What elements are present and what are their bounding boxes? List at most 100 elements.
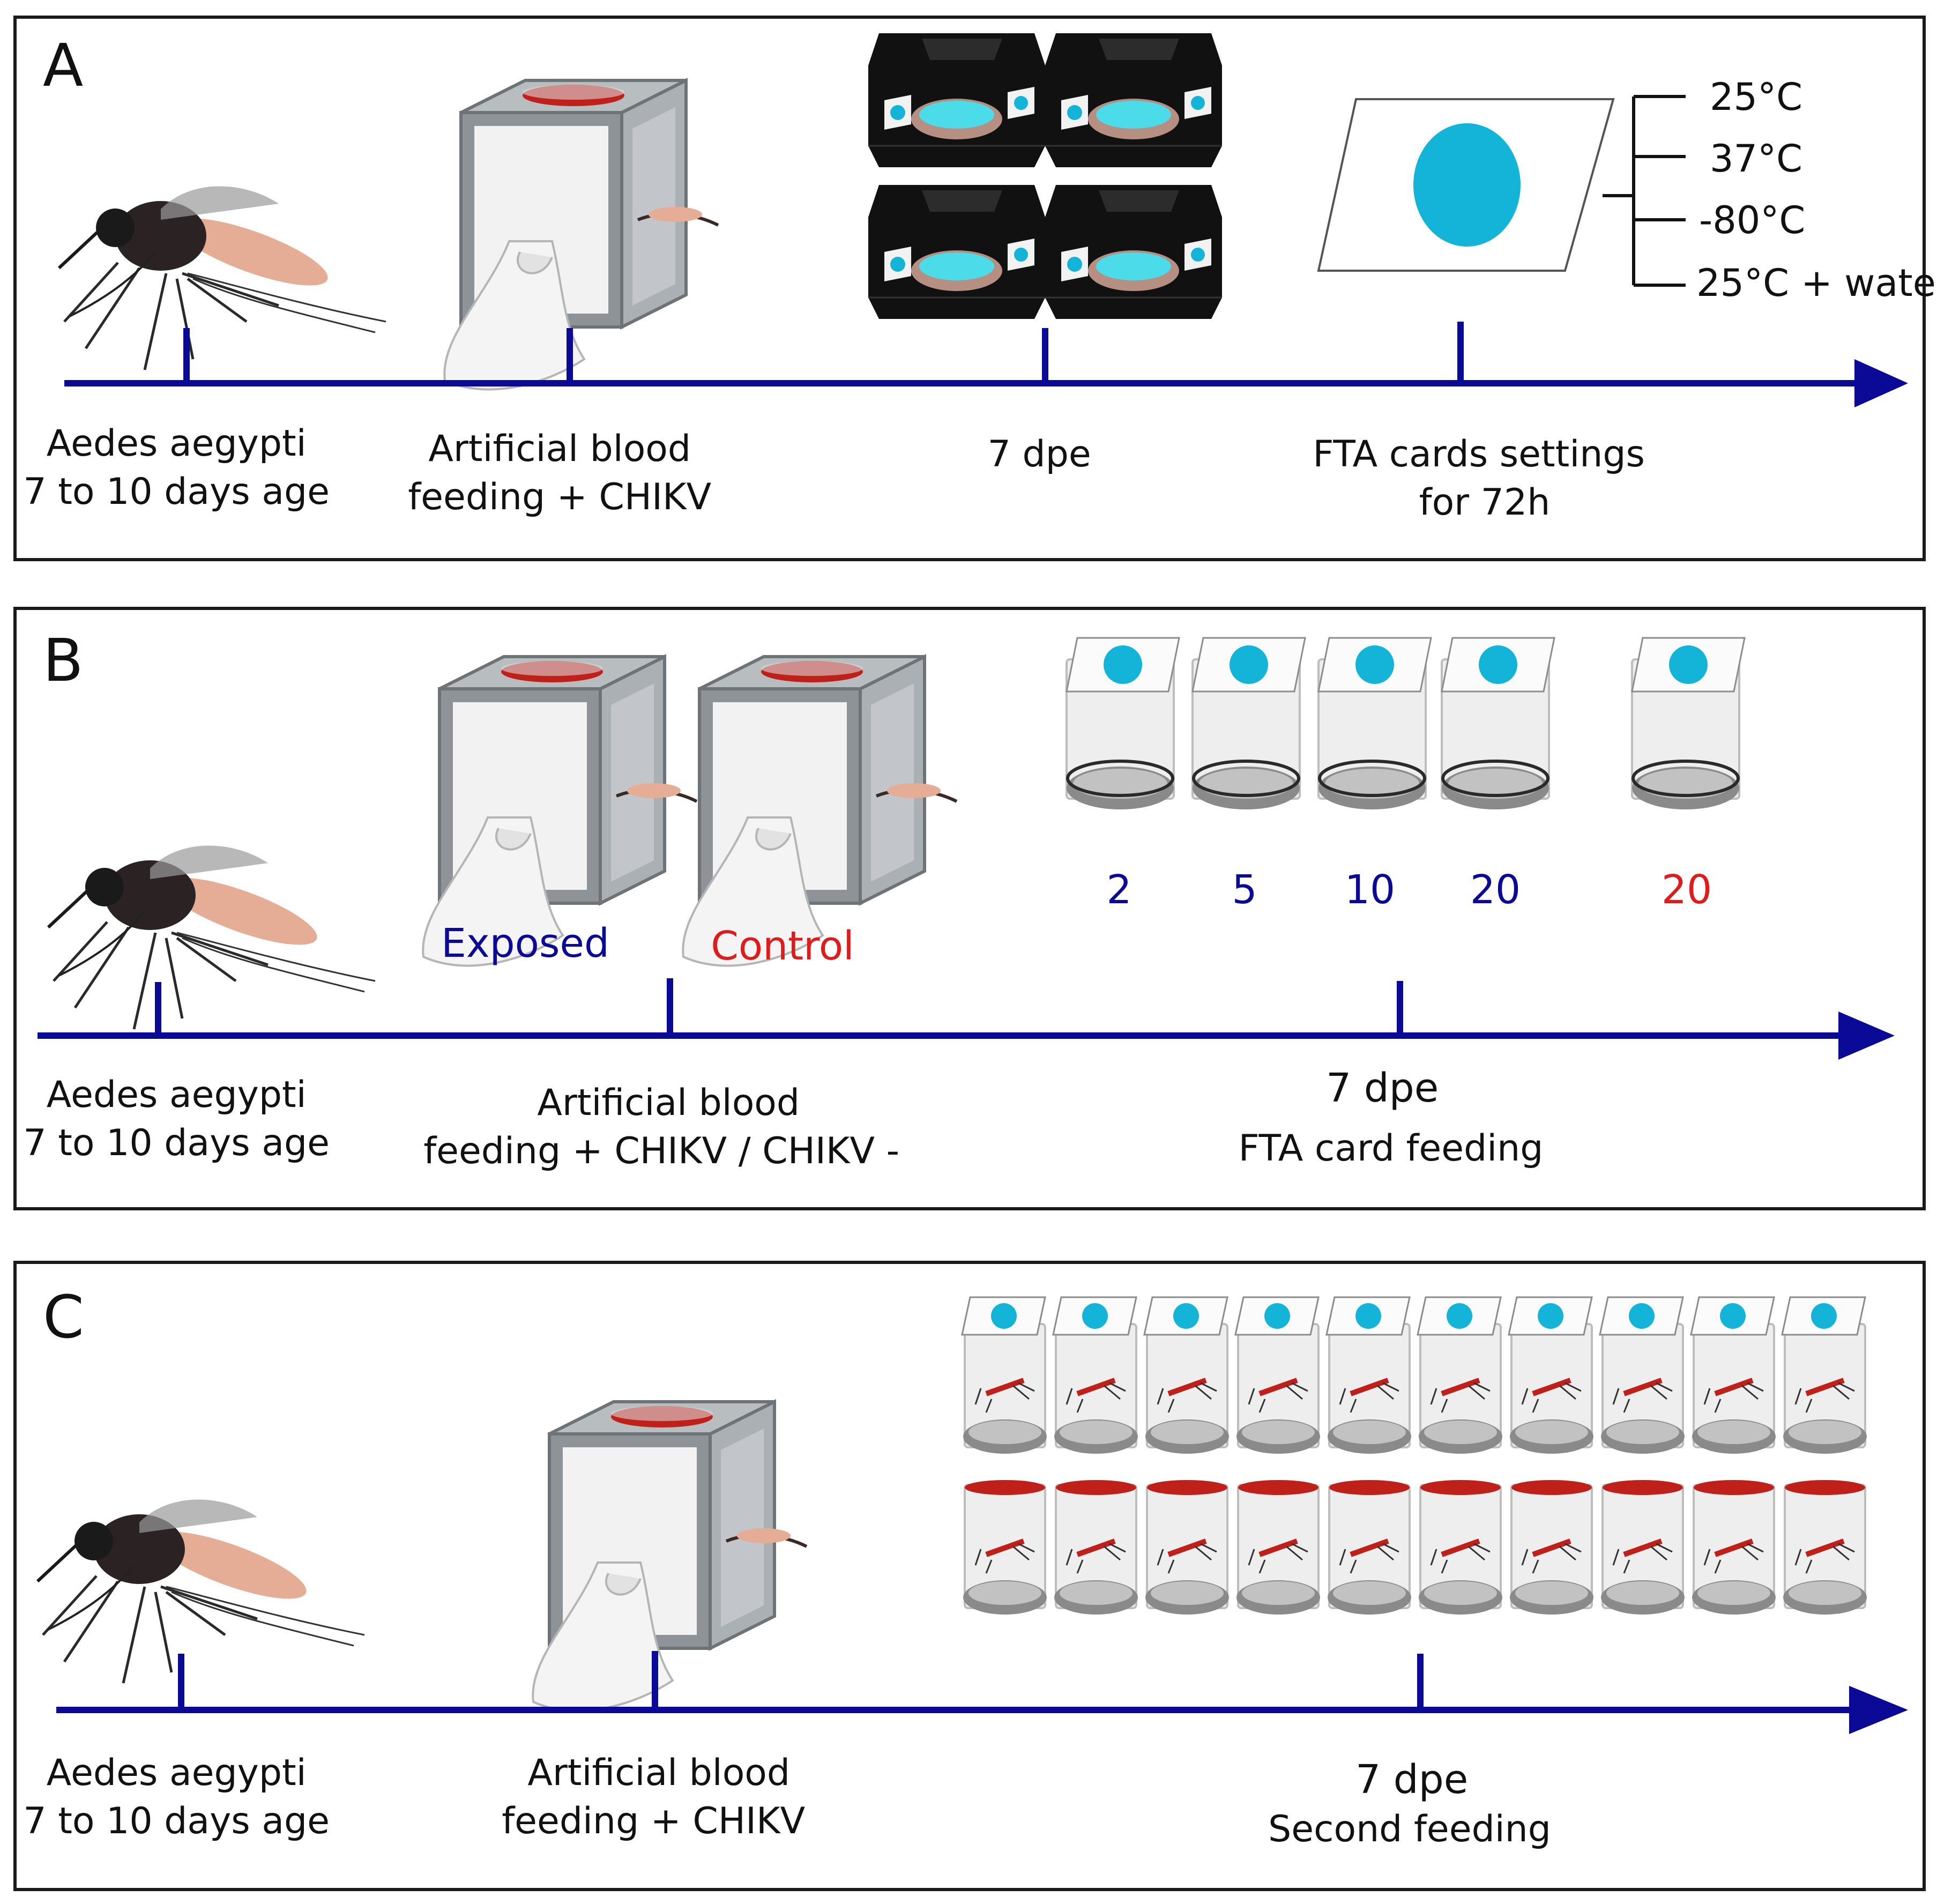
individual-cup-icon xyxy=(963,1324,1047,1454)
cup-grid xyxy=(961,1296,1867,1615)
cup-count: 2 xyxy=(1106,867,1131,913)
fta-card-icon xyxy=(1417,1296,1502,1336)
step-label: 7 dpe xyxy=(988,433,1091,475)
step-label: for 72h xyxy=(1419,481,1551,524)
individual-cup-icon xyxy=(1054,1324,1138,1454)
mosquito-cup-icon xyxy=(1632,638,1745,809)
mosquito-cup-icon xyxy=(1193,638,1305,809)
feeding-cage-icon xyxy=(423,657,697,966)
mosquito-icon xyxy=(59,187,386,370)
individual-cup-icon xyxy=(1328,1485,1411,1615)
blood-feeder-icon xyxy=(1511,1480,1592,1495)
individual-cup-icon xyxy=(1510,1485,1593,1615)
individual-cup-icon xyxy=(1419,1485,1502,1615)
individual-cup-icon xyxy=(1692,1485,1776,1615)
cup-group xyxy=(1067,638,1745,809)
feeding-cage-icon xyxy=(683,657,957,966)
fta-card-icon xyxy=(1317,98,1615,272)
timeline xyxy=(38,978,1895,1060)
blood-feeder-icon xyxy=(1056,1480,1136,1495)
fta-card-icon xyxy=(1781,1296,1866,1336)
panel-border xyxy=(13,607,1926,1210)
individual-cup-icon xyxy=(1601,1485,1685,1615)
panel-c: C Aedes aegypti 7 to 10 days age Artific… xyxy=(13,1261,1926,1891)
svg-text:Aedes aegypti 7 to 10 da: Aedes aegypti 7 to 10 days age Artificia… xyxy=(23,1065,1543,1172)
cup-count: 20 xyxy=(1470,867,1521,913)
mosquito-icon xyxy=(48,846,375,1030)
individual-cup-icon xyxy=(1328,1324,1411,1454)
step-label: Aedes aegypti xyxy=(47,1752,307,1794)
blood-feeder-icon xyxy=(1329,1480,1410,1495)
control-label: Control xyxy=(711,923,854,969)
step-label: Artificial blood xyxy=(428,428,691,470)
individual-cup-icon xyxy=(1419,1324,1502,1454)
blood-feeder-icon xyxy=(1238,1480,1318,1495)
condition-label: 25°C xyxy=(1710,75,1802,119)
individual-cup-icon xyxy=(1601,1324,1685,1454)
fta-card-icon xyxy=(1325,1296,1411,1336)
individual-cup-icon xyxy=(1054,1485,1138,1615)
condition-label: 37°C xyxy=(1710,137,1802,181)
timeline xyxy=(56,1651,1908,1734)
blood-feeder-icon xyxy=(1694,1480,1774,1495)
panel-letter: B xyxy=(43,626,83,695)
individual-cup-icon xyxy=(1692,1324,1776,1454)
step-label: feeding + CHIKV xyxy=(408,476,711,518)
panel-letter: C xyxy=(43,1283,84,1351)
condition-label: 25°C + water xyxy=(1696,261,1937,305)
fta-card-icon xyxy=(1052,1296,1137,1336)
individual-cup-icon xyxy=(1783,1324,1867,1454)
svg-text:Aedes aegypti 7 to 10 da: Aedes aegypti 7 to 10 days age Artificia… xyxy=(23,422,1656,524)
individual-cup-icon xyxy=(963,1485,1047,1615)
individual-cup-icon xyxy=(1236,1485,1320,1615)
exposed-label: Exposed xyxy=(441,920,609,966)
mosquito-cup-icon xyxy=(1318,638,1431,809)
fta-card-icon xyxy=(961,1296,1046,1336)
step-label: FTA cards settings xyxy=(1313,433,1645,475)
timeline xyxy=(64,322,1908,407)
step-label: Second feeding xyxy=(1268,1808,1551,1850)
cup-count: 10 xyxy=(1345,867,1395,913)
blood-feeder-icon xyxy=(1147,1480,1227,1495)
cup-count: 5 xyxy=(1232,867,1257,913)
step-label: Artificial blood xyxy=(527,1752,790,1794)
individual-cup-icon xyxy=(1145,1324,1229,1454)
feeding-cage-icon xyxy=(533,1402,807,1711)
step-label: 7 to 10 days age xyxy=(23,1122,330,1164)
condition-label: -80°C xyxy=(1699,198,1805,242)
mosquito-cup-icon xyxy=(1442,638,1554,809)
step-label: Artificial blood xyxy=(537,1082,800,1124)
step-label: 7 to 10 days age xyxy=(23,471,330,513)
panel-letter: A xyxy=(43,31,83,100)
mosquito-cup-icon xyxy=(1067,638,1179,809)
panel-b: B Exposed Control 2 5 10 20 20 Aedes aeg… xyxy=(13,607,1926,1210)
feeding-cage-icon xyxy=(444,80,718,390)
blood-feeder-icon xyxy=(965,1480,1045,1495)
cup-count: 20 xyxy=(1662,867,1712,913)
fta-card-icon xyxy=(1599,1296,1684,1336)
fta-card-icon xyxy=(1143,1296,1228,1336)
step-label: Aedes aegypti xyxy=(47,422,307,465)
step-label: 7 dpe xyxy=(1355,1757,1468,1803)
step-label: FTA card feeding xyxy=(1239,1127,1544,1170)
fta-card-icon xyxy=(1234,1296,1320,1336)
holding-box-icon xyxy=(867,32,1223,320)
individual-cup-icon xyxy=(1783,1485,1867,1615)
panel-border xyxy=(13,16,1926,561)
fta-card-icon xyxy=(1508,1296,1593,1336)
individual-cup-icon xyxy=(1236,1324,1320,1454)
panel-border xyxy=(13,1261,1926,1891)
step-label: feeding + CHIKV xyxy=(502,1800,805,1842)
mosquito-icon xyxy=(38,1500,364,1684)
step-label: Aedes aegypti xyxy=(47,1074,307,1116)
individual-cup-icon xyxy=(1145,1485,1229,1615)
step-label: 7 dpe xyxy=(1326,1065,1439,1111)
panel-a: A 25°C 37°C -80°C 25°C + water xyxy=(13,16,1937,561)
svg-text:Aedes aegypti 7 to 10 da: Aedes aegypti 7 to 10 days age Artificia… xyxy=(23,1752,1551,1850)
blood-feeder-icon xyxy=(1603,1480,1683,1495)
step-label: 7 to 10 days age xyxy=(23,1800,330,1842)
individual-cup-icon xyxy=(1510,1324,1593,1454)
fta-card-icon xyxy=(1690,1296,1775,1336)
blood-feeder-icon xyxy=(1785,1480,1865,1495)
